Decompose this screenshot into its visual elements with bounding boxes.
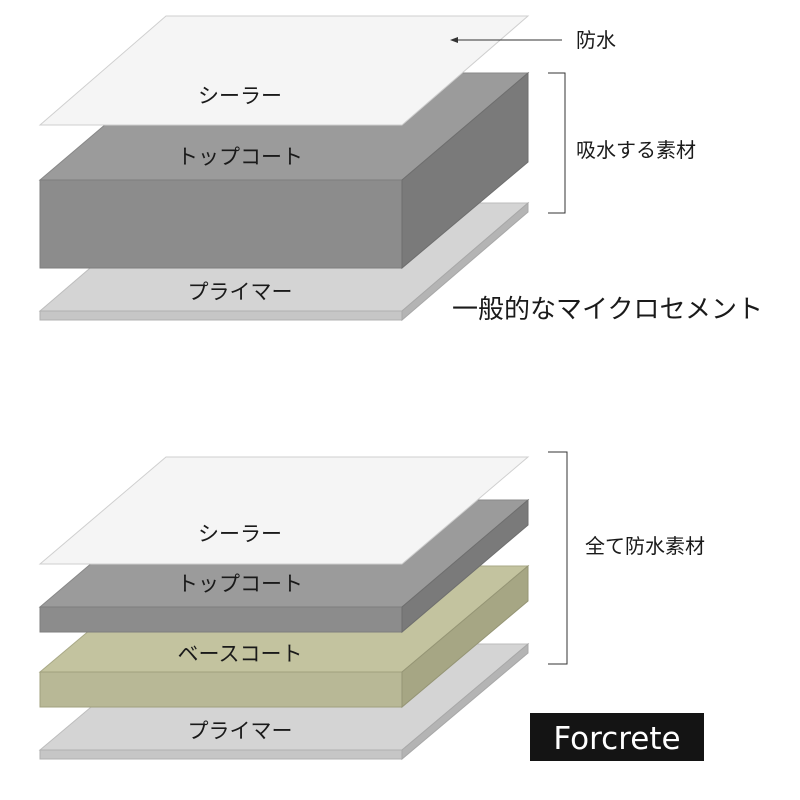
lower-topcoat-side (401, 498, 529, 634)
lower-topcoat-front (39, 606, 403, 633)
brand-badge: Forcrete (530, 713, 704, 761)
all-waterproof-label: 全て防水素材 (585, 534, 705, 558)
upper-sealer-sheet (38, 15, 530, 126)
upper-topcoat-label: トップコート (177, 145, 303, 169)
brand-logo-text: Forcrete (553, 721, 680, 757)
lower-primer-front (39, 749, 403, 760)
lower-primer-label: プライマー (188, 719, 293, 743)
waterproof-label: 防水 (576, 28, 616, 52)
lower-primer-side (401, 642, 529, 761)
upper-sealer-label: シーラー (198, 84, 282, 108)
lower-basecoat-front (39, 671, 403, 708)
upper-primer-front (39, 310, 403, 321)
brand-logo-box (530, 713, 704, 761)
upper-primer-label: プライマー (188, 280, 293, 304)
upper-diagram: シーラー トップコート プライマー 防水 吸水する素材 一般的なマイクロセメント (38, 15, 763, 325)
waterproof-arrow (450, 37, 562, 43)
all-waterproof-bracket (548, 451, 568, 665)
lower-diagram: シーラー トップコート ベースコート プライマー 全て防水素材 (38, 451, 705, 761)
absorbent-bracket (548, 72, 566, 214)
upper-primer-side (401, 201, 529, 322)
lower-basecoat-side (401, 564, 529, 709)
upper-topcoat-front (39, 179, 403, 269)
lower-topcoat-label: トップコート (177, 572, 303, 596)
lower-sealer-label: シーラー (198, 522, 282, 546)
absorbent-label: 吸水する素材 (576, 138, 696, 162)
lower-sealer-sheet (38, 456, 530, 565)
upper-topcoat-side (401, 71, 529, 270)
lower-basecoat-label: ベースコート (178, 642, 303, 666)
upper-caption: 一般的なマイクロセメント (452, 295, 763, 325)
